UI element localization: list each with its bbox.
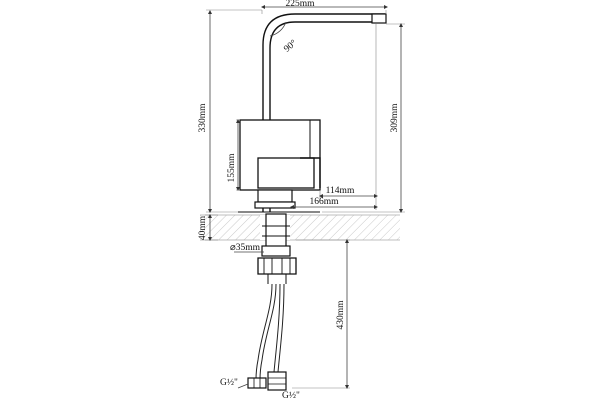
hose-connector-bottom <box>267 371 287 391</box>
dim-counter-thickness: 40mm <box>198 215 208 240</box>
dim-angle: 90° <box>282 37 299 54</box>
dim-reach-base: 166mm <box>309 197 339 207</box>
flexible-hoses <box>255 283 285 381</box>
extension-lines <box>205 9 405 389</box>
dim-thread-bottom: G½" <box>282 390 300 400</box>
dim-hose-length: 430mm <box>336 300 346 330</box>
faucet-body <box>238 13 387 213</box>
dim-height-spout: 309mm <box>390 103 400 133</box>
countertop <box>200 214 400 241</box>
hose-connector-left <box>247 377 267 389</box>
dim-hole-diameter: ⌀35mm <box>230 243 261 253</box>
dim-width-top: 225mm <box>285 0 315 9</box>
dimension-lines <box>208 5 403 389</box>
mounting-nut <box>257 257 297 284</box>
mounting-shank <box>261 213 291 257</box>
dim-reach-lever: 114mm <box>326 186 355 196</box>
dim-thread-left: G½" <box>220 377 238 388</box>
dim-height-total: 330mm <box>198 103 208 133</box>
dim-body-height: 155mm <box>227 153 237 183</box>
